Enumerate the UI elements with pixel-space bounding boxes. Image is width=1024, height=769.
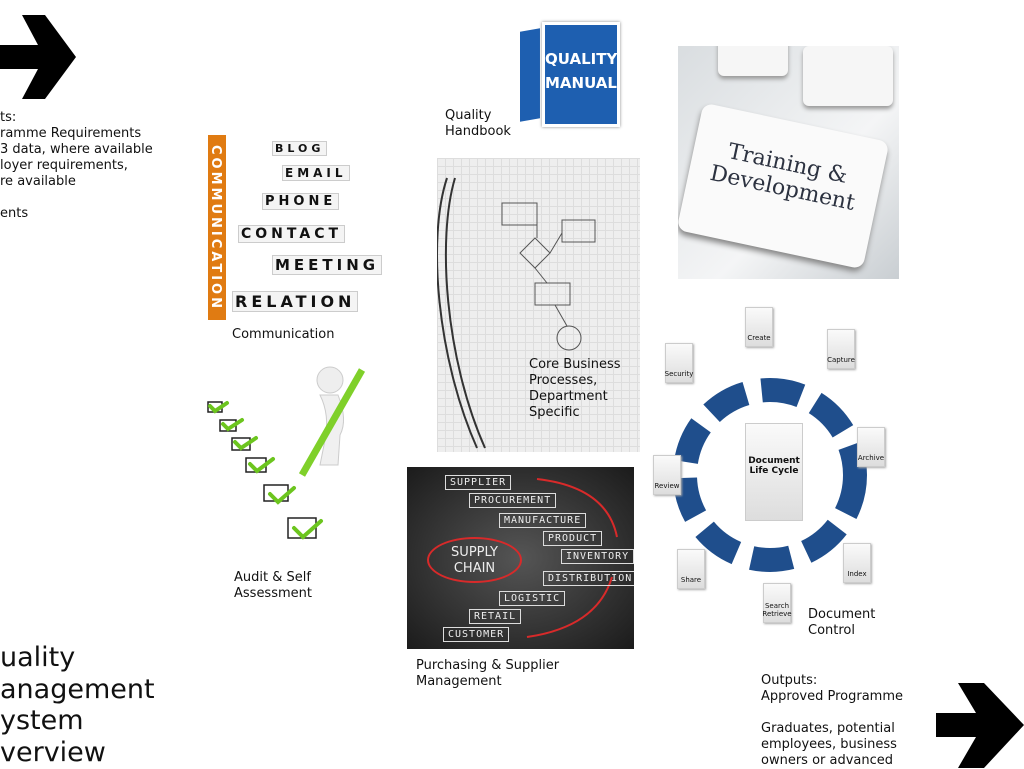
arrow-right-icon — [936, 683, 1024, 768]
comm-word: BLOG — [272, 141, 328, 156]
comm-word: RELATION — [232, 291, 359, 312]
quality-handbook-label: Quality Handbook — [445, 108, 511, 139]
inputs-line: ents — [0, 206, 29, 221]
lifecycle-stage-review: Review — [653, 455, 681, 495]
process-notebook-image — [437, 158, 640, 452]
lifecycle-stage-share: Share — [677, 549, 705, 589]
supply-chain-step: CUSTOMER — [443, 627, 510, 642]
comm-word: MEETING — [272, 255, 383, 275]
comm-vertical: COMMUNICATION — [208, 135, 226, 320]
title-line: uality — [0, 642, 76, 673]
lifecycle-stage-capture: Capture — [827, 329, 855, 369]
training-development-image: Training & Development — [678, 46, 899, 279]
inputs-line: re available — [0, 174, 76, 189]
sign-line1: QUALITY — [545, 50, 618, 68]
inputs-line: 3 data, where available — [0, 142, 153, 157]
lifecycle-stage-create: Create — [745, 307, 773, 347]
supply-chain-step: LOGISTIC — [499, 591, 566, 606]
purchasing-label: Purchasing & Supplier Management — [416, 658, 560, 689]
audit-checklist-image — [190, 360, 390, 560]
title-line: anagement — [0, 673, 155, 705]
document-control-label: Document Control — [808, 607, 876, 638]
lifecycle-stage-index: Index — [843, 543, 871, 583]
title-line: verview — [0, 736, 106, 768]
supply-chain-step: INVENTORY — [561, 549, 634, 564]
inputs-line: loyer requirements, — [0, 158, 128, 173]
supply-chain-step: PROCUREMENT — [469, 493, 557, 508]
communication-image: COMMUNICATION BLOG EMAIL PHONE CONTACT MEETIN… — [208, 135, 432, 320]
arrow-right-icon — [0, 15, 76, 99]
inputs-line: ts: — [0, 110, 17, 125]
outputs-line: employees, business — [761, 737, 897, 752]
lifecycle-stage-archive: Archive — [857, 427, 885, 467]
lifecycle-center: Document Life Cycle — [745, 423, 803, 521]
audit-label: Audit & Self Assessment — [234, 570, 312, 601]
supply-chain-step: MANUFACTURE — [499, 513, 587, 528]
lifecycle-stage-search: Search Retrieve — [762, 583, 792, 623]
sign-line2: MANUAL — [545, 74, 617, 92]
outputs-line: Outputs: — [761, 673, 818, 688]
supply-chain-step: RETAIL — [469, 609, 522, 624]
outputs-line: Approved Programme — [761, 689, 903, 704]
quality-manual-image: QUALITY MANUAL — [520, 22, 620, 130]
supply-chain-center: SUPPLY CHAIN — [427, 537, 522, 583]
supply-chain-step: DISTRIBUTION — [543, 571, 634, 586]
supply-chain-step: SUPPLIER — [445, 475, 512, 490]
comm-word: PHONE — [262, 193, 340, 210]
lifecycle-stage-security: Security — [665, 343, 693, 383]
communication-label: Communication — [232, 327, 335, 342]
outputs-line: owners or advanced — [761, 753, 894, 768]
core-business-label: Core Business Processes, Department Spec… — [529, 357, 621, 420]
supply-chain-step: PRODUCT — [543, 531, 603, 546]
supply-chain-image: SUPPLY CHAIN SUPPLIER PROCUREMENT MANUFACT… — [407, 467, 634, 649]
inputs-line — [0, 190, 153, 206]
title-line: ystem — [0, 705, 84, 736]
inputs-line: ramme Requirements — [0, 126, 142, 141]
outputs-line: Graduates, potential — [761, 721, 895, 736]
comm-word: CONTACT — [238, 225, 346, 243]
outputs-line — [761, 705, 903, 721]
comm-word: EMAIL — [282, 165, 350, 181]
